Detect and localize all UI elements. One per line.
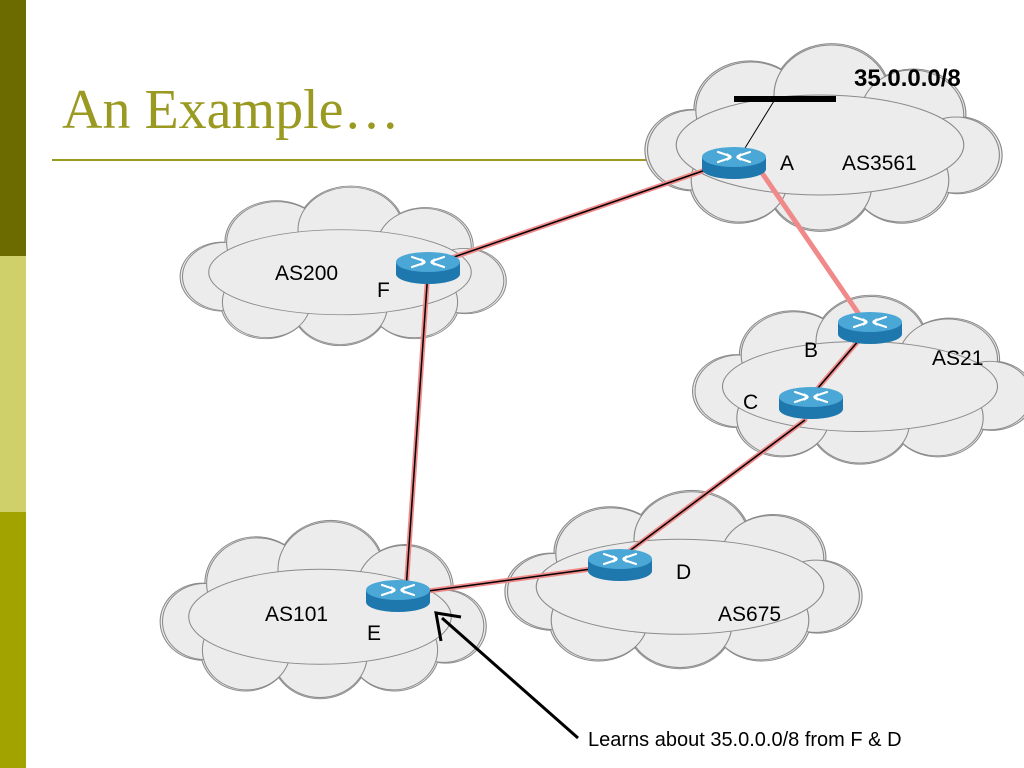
router-label-f: F [377,279,390,302]
annotation-arrow [434,611,579,740]
router-label-e: E [367,622,381,645]
as-label-as21: AS21 [932,347,983,370]
annotation-text: Learns about 35.0.0.0/8 from F & D [588,729,902,751]
link-f-e [403,267,431,593]
sidebar-accent [0,0,26,768]
sidebar-segment-top [0,0,26,256]
prefix-connector-line [744,100,775,149]
router-label-b: B [804,339,818,362]
router-label-a: A [780,152,794,175]
sidebar-segment-bottom [0,512,26,768]
as-label-as200: AS200 [275,262,338,285]
router-icon [700,145,768,181]
router-icon [394,250,462,286]
prefix-label: 35.0.0.0/8 [854,65,961,92]
router-icon [777,385,845,421]
as-label-as101: AS101 [265,603,328,626]
link-a-b [757,167,868,326]
link-a-f [425,162,723,269]
router-icon [364,578,432,614]
router-label-d: D [676,561,691,584]
slide-title: An Example… [62,79,400,141]
sidebar-segment-middle [0,256,26,512]
title-underline [52,159,702,161]
as-label-as675: AS675 [718,603,781,626]
link-c-d [617,417,808,561]
as-label-as3561: AS3561 [842,152,917,175]
router-label-c: C [743,391,758,414]
router-icon [586,547,654,583]
router-icon [836,310,904,346]
link-d-e [403,564,609,597]
